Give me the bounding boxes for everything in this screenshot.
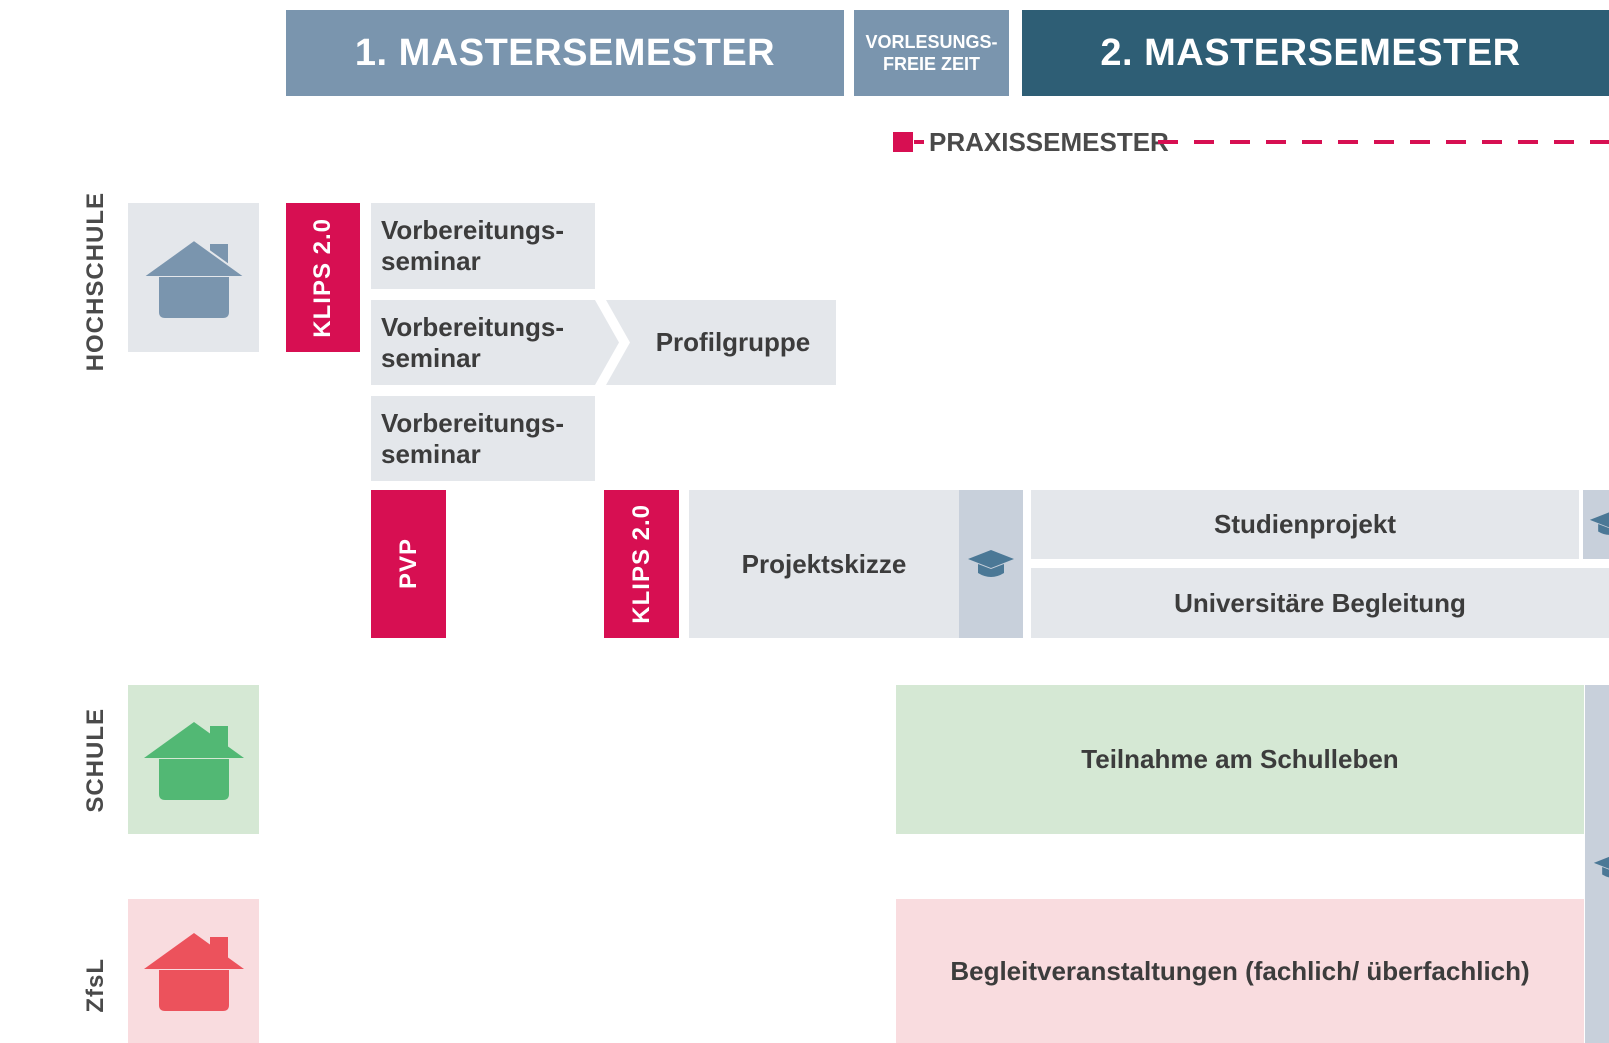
pvp-box: PVP xyxy=(371,490,446,638)
seminar-2-line1: Vorbereitungs- xyxy=(381,311,564,342)
klips-bottom-box: KLIPS 2.0 xyxy=(604,490,679,638)
semester-1-header: 1. MASTERSEMESTER xyxy=(286,10,844,96)
teilnahme-schulleben: Teilnahme am Schulleben xyxy=(896,685,1584,834)
praxissemester-marker xyxy=(893,132,913,152)
praxissemester-dash-left xyxy=(914,140,924,144)
row-label-schule: SCHULE xyxy=(82,707,109,813)
universitaere-begleitung: Universitäre Begleitung xyxy=(1031,568,1609,638)
projektskizze-cap-tile xyxy=(959,490,1023,638)
semester-2-label: 2. MASTERSEMESTER xyxy=(1100,31,1521,74)
semester-2-header: 2. MASTERSEMESTER xyxy=(1022,10,1609,96)
graduation-cap-icon xyxy=(1593,856,1609,878)
studienprojekt-label: Studienprojekt xyxy=(1213,509,1396,539)
seminar-profil-chevron-shapes xyxy=(371,300,836,385)
praxissemester-dashed-line xyxy=(1158,140,1609,144)
seminar-1-line1: Vorbereitungs- xyxy=(381,215,564,245)
vorbereitungsseminar-3: Vorbereitungs- seminar xyxy=(371,396,595,481)
lecture-free-line1: VORLESUNGS- xyxy=(865,32,998,52)
begleitveranstaltungen: Begleitveranstaltungen (fachlich/ überfa… xyxy=(896,899,1584,1043)
house-icon xyxy=(143,721,244,800)
seminar-3-line2: seminar xyxy=(381,438,481,469)
graduation-cap-icon xyxy=(1589,512,1609,535)
vorbereitungsseminar-1: Vorbereitungs- seminar xyxy=(371,203,595,289)
pvp-label: PVP xyxy=(394,538,422,590)
praxissemester-label: PRAXISSEMESTER xyxy=(929,127,1169,157)
profilgruppe: Profilgruppe xyxy=(630,300,836,385)
row-label-hochschule-wrap: HOCHSCHULE xyxy=(78,190,114,374)
klips-top-box: KLIPS 2.0 xyxy=(286,203,360,352)
row-label-hochschule: HOCHSCHULE xyxy=(82,192,109,372)
house-icon xyxy=(143,933,244,1011)
klips-bottom-label: KLIPS 2.0 xyxy=(627,504,655,624)
house-icon xyxy=(142,238,245,318)
row-label-zfsl: ZfsL xyxy=(82,957,109,1013)
graduation-cap-icon xyxy=(968,550,1014,577)
studienprojekt: Studienprojekt xyxy=(1031,490,1579,559)
projektskizze: Projektskizze xyxy=(689,490,959,638)
universitaere-begleitung-label: Universitäre Begleitung xyxy=(1174,587,1466,618)
profilgruppe-label: Profilgruppe xyxy=(655,327,811,357)
studienprojekt-cap-tile xyxy=(1583,490,1609,559)
zfsl-house-tile xyxy=(128,899,259,1043)
teilnahme-schulleben-label: Teilnahme am Schulleben xyxy=(1081,744,1399,774)
row-label-zfsl-wrap: ZfsL xyxy=(78,950,114,1020)
row-label-schule-wrap: SCHULE xyxy=(78,707,114,813)
semester-1-label: 1. MASTERSEMESTER xyxy=(354,31,776,74)
seminar-2-line2: seminar xyxy=(381,342,481,373)
seminar-1-line2: seminar xyxy=(381,246,481,276)
klips-top-label: KLIPS 2.0 xyxy=(309,217,336,338)
vorbereitungsseminar-2: Vorbereitungs- seminar xyxy=(381,300,595,385)
projektskizze-label: Projektskizze xyxy=(741,548,907,579)
lecture-free-line2: FREIE ZEIT xyxy=(882,54,980,74)
right-edge-cap-column xyxy=(1585,685,1609,1043)
seminar-3-line1: Vorbereitungs- xyxy=(381,407,564,438)
begleitveranstaltungen-label: Begleitveranstaltungen (fachlich/ überfa… xyxy=(950,955,1530,986)
hochschule-house-tile xyxy=(128,203,259,352)
schule-house-tile xyxy=(128,685,259,834)
lecture-free-header: VORLESUNGS- FREIE ZEIT xyxy=(854,10,1009,96)
